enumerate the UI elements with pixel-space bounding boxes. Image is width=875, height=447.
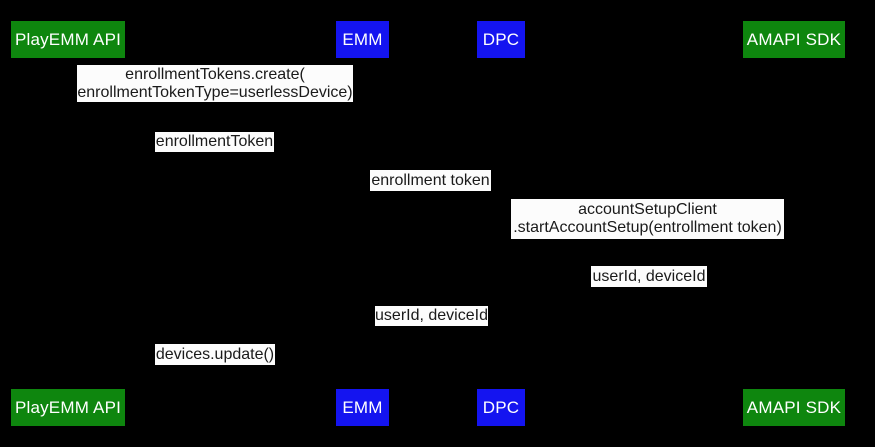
message-line: .startAccountSetup(entrollment token) (513, 219, 782, 236)
message-line: enrollment token (371, 171, 490, 189)
message-enrollment-tokens-create: enrollmentTokens.create( enrollmentToken… (77, 65, 353, 102)
actor-playemm-api-top: PlayEMM API (11, 21, 125, 58)
actor-emm-bottom: EMM (336, 389, 389, 426)
actor-emm-top: EMM (336, 21, 389, 58)
message-devices-update: devices.update() (155, 344, 275, 365)
message-start-account-setup: accountSetupClient .startAccountSetup(en… (511, 199, 784, 239)
message-line: enrollmentTokenType=userlessDevice) (77, 83, 353, 101)
actor-amapi-sdk-bottom: AMAPI SDK (743, 389, 845, 426)
actor-amapi-sdk-top: AMAPI SDK (743, 21, 845, 58)
message-line: accountSetupClient (578, 201, 717, 218)
message-line: devices.update() (155, 345, 275, 363)
message-line: userId, deviceId (592, 267, 706, 285)
message-line: userId, deviceId (375, 307, 488, 324)
actor-dpc-top: DPC (477, 21, 525, 58)
message-enrollment-token-to-dpc: enrollment token (370, 170, 491, 191)
message-enrollment-token-return: enrollmentToken (155, 132, 274, 152)
message-userid-deviceid-from-amapi: userId, deviceId (591, 266, 707, 287)
actor-playemm-api-bottom: PlayEMM API (11, 389, 125, 426)
message-line: enrollmentToken (155, 133, 274, 150)
actor-dpc-bottom: DPC (477, 389, 525, 426)
message-line: enrollmentTokens.create( (125, 65, 305, 83)
message-userid-deviceid-to-emm: userId, deviceId (375, 306, 488, 326)
